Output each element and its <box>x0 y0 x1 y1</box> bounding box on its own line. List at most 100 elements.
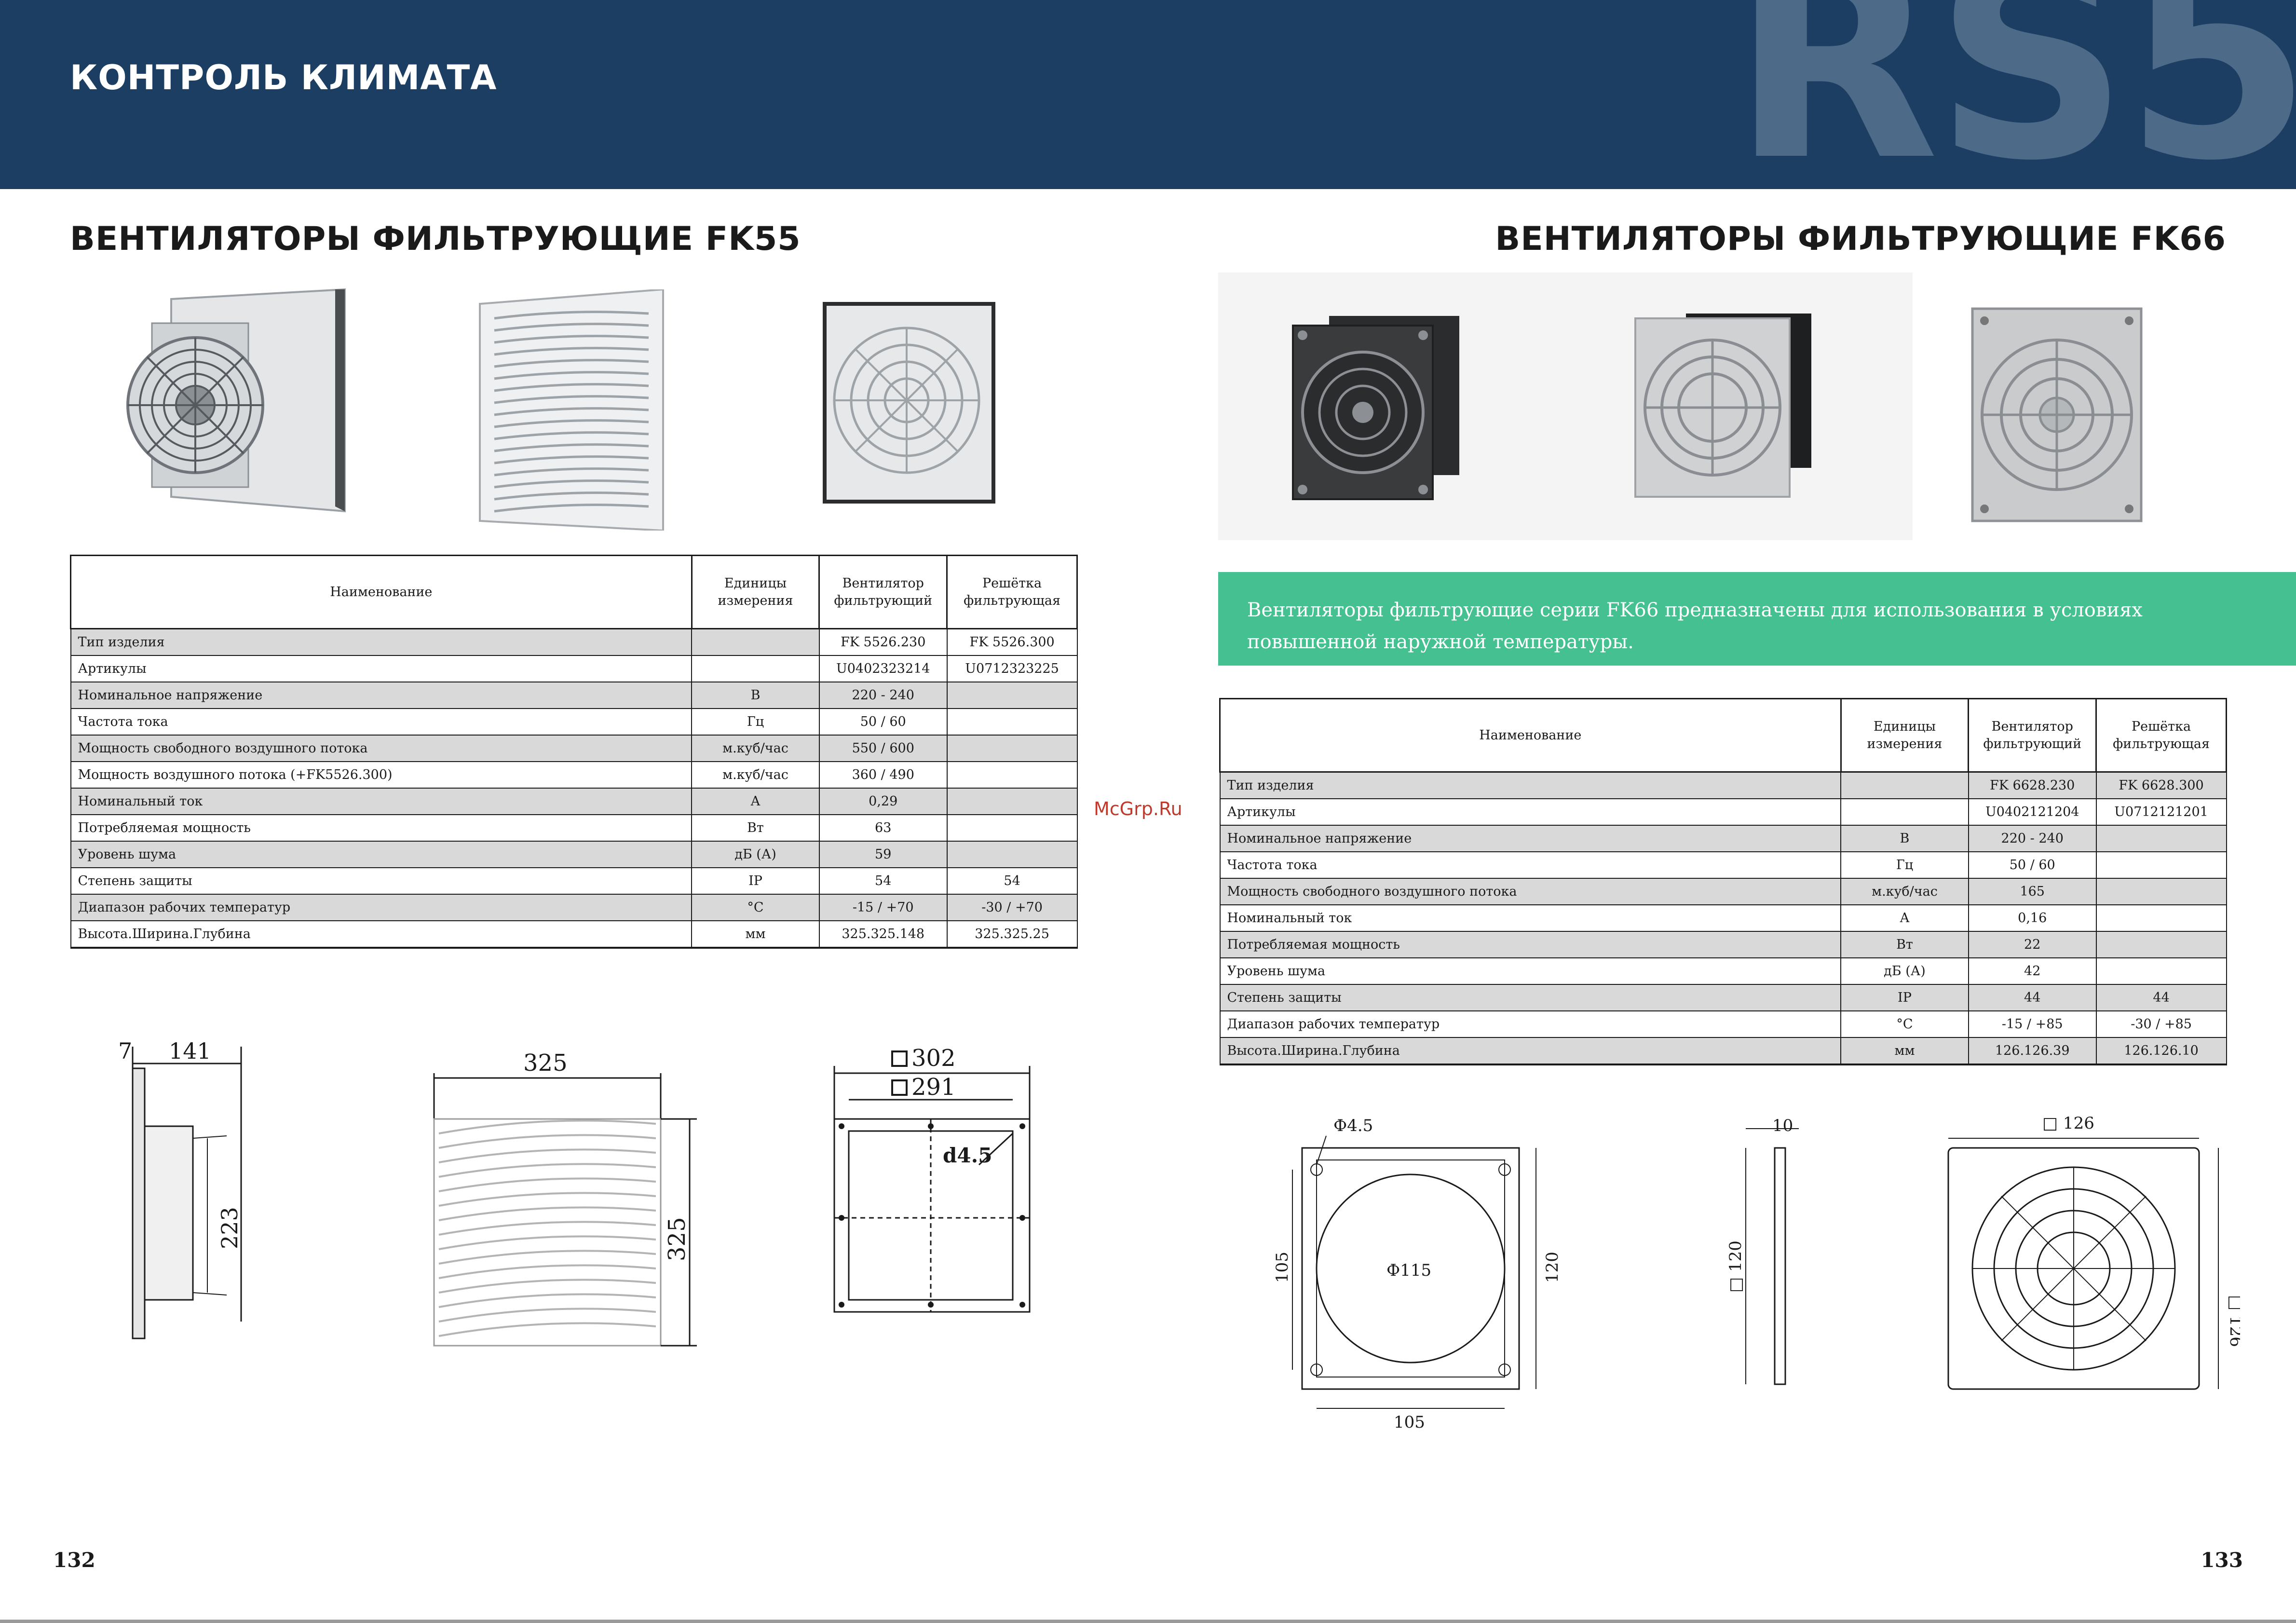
table-cell <box>946 682 1078 709</box>
table-cell: °C <box>691 894 820 921</box>
table-cell <box>691 628 820 656</box>
table-cell: -15 / +70 <box>818 894 948 921</box>
table-cell <box>946 814 1078 842</box>
col-header-fan: Вентилятор фильтрующий <box>1968 698 2097 773</box>
table-cell: Мощность свободного воздушного потока <box>70 735 693 762</box>
svg-text:105: 105 <box>1394 1413 1425 1432</box>
table-cell: Высота.Ширина.Глубина <box>1219 1037 1842 1065</box>
svg-text:d4.5: d4.5 <box>943 1144 992 1167</box>
table-cell: U0402323214 <box>818 655 948 682</box>
header-banner: RS52 КОНТРОЛЬ КЛИМАТА <box>0 0 2296 189</box>
table-cell: 0,16 <box>1968 904 2097 932</box>
table-cell: FK 5526.300 <box>946 628 1078 656</box>
table-cell: 63 <box>818 814 948 842</box>
table-cell: Частота тока <box>70 708 693 736</box>
table-cell: U0712121201 <box>2095 798 2227 826</box>
table-cell: В <box>691 682 820 709</box>
table-cell: Потребляемая мощность <box>1219 931 1842 958</box>
fk66-photos <box>1218 273 1913 540</box>
svg-text:□ 120: □ 120 <box>1726 1241 1745 1293</box>
col-header-grille: Решётка фильтрующая <box>946 555 1078 629</box>
table-cell <box>2095 931 2227 958</box>
table-cell: Артикулы <box>1219 798 1842 826</box>
svg-text:10: 10 <box>1772 1116 1793 1135</box>
table-cell: -15 / +85 <box>1968 1010 2097 1038</box>
table-cell <box>2095 825 2227 852</box>
site-watermark: McGrp.Ru <box>1094 798 1182 819</box>
svg-text:302: 302 <box>911 1045 956 1072</box>
col-header-fan: Вентилятор фильтрующий <box>818 555 948 629</box>
table-cell: Номинальный ток <box>70 788 693 815</box>
table-cell <box>946 788 1078 815</box>
table-cell <box>946 841 1078 868</box>
svg-text:□ 126: □ 126 <box>2226 1295 2240 1347</box>
svg-text:105: 105 <box>1273 1252 1292 1283</box>
table-cell: Мощность воздушного потока (+FK5526.300) <box>70 761 693 789</box>
fk66-fan-photo <box>1292 316 1459 500</box>
table-cell <box>2095 878 2227 905</box>
table-cell <box>946 708 1078 736</box>
table-cell: Номинальное напряжение <box>70 682 693 709</box>
table-cell <box>1840 798 1969 826</box>
table-cell: Диапазон рабочих температур <box>1219 1010 1842 1038</box>
table-cell: Артикулы <box>70 655 693 682</box>
fk66-spec-table: Наименование Единицы измерения Вентилято… <box>1219 698 2227 1065</box>
fk66-title: ВЕНТИЛЯТОРЫ ФИЛЬТРУЮЩИЕ FK66 <box>1495 220 2226 258</box>
fk66-front-drawing: Ф4.5 Ф115 105 120 105 <box>1273 1116 1562 1432</box>
fk55-spec-table: Наименование Единицы измерения Вентилято… <box>70 555 1078 949</box>
table-cell: FK 6628.230 <box>1968 771 2097 799</box>
table-cell: м.куб/час <box>1840 878 1969 905</box>
table-cell: 165 <box>1968 878 2097 905</box>
fk66-grille-photo <box>1634 314 1811 498</box>
svg-text:120: 120 <box>1543 1252 1562 1283</box>
table-cell <box>946 761 1078 789</box>
fk55-side-drawing: 7 141 223 <box>118 1038 243 1339</box>
table-cell: Степень защиты <box>70 867 693 895</box>
table-cell: мм <box>1840 1037 1969 1065</box>
table-cell: дБ (А) <box>1840 957 1969 985</box>
table-cell: 59 <box>818 841 948 868</box>
fk55-grille-back-photo <box>822 301 996 504</box>
table-cell: Гц <box>691 708 820 736</box>
table-cell: 325.325.148 <box>818 920 948 949</box>
table-cell: U0712323225 <box>946 655 1078 682</box>
table-cell: дБ (А) <box>691 841 820 868</box>
table-cell: мм <box>691 920 820 949</box>
table-cell: 42 <box>1968 957 2097 985</box>
table-cell <box>1840 771 1969 799</box>
table-cell: Частота тока <box>1219 851 1842 879</box>
table-cell: 50 / 60 <box>818 708 948 736</box>
table-cell: В <box>1840 825 1969 852</box>
table-cell: 54 <box>946 867 1078 895</box>
table-cell: 220 - 240 <box>818 682 948 709</box>
table-cell: Потребляемая мощность <box>70 814 693 842</box>
table-cell: 22 <box>1968 931 2097 958</box>
table-cell <box>2095 851 2227 879</box>
section-title: КОНТРОЛЬ КЛИМАТА <box>70 58 497 97</box>
fk55-fan-photo <box>123 285 354 516</box>
fk66-grille-front-photo <box>1970 306 2144 523</box>
table-cell: 126.126.10 <box>2095 1037 2227 1065</box>
svg-text:□ 126: □ 126 <box>2042 1114 2094 1133</box>
page-number-right: 133 <box>2201 1548 2243 1572</box>
col-header-name: Наименование <box>1219 698 1842 773</box>
fk55-grille-photo <box>475 289 668 531</box>
svg-text:141: 141 <box>169 1038 211 1064</box>
table-cell: Уровень шума <box>1219 957 1842 985</box>
fk66-side-drawing: 10 □ 120 <box>1726 1116 1799 1385</box>
table-cell: 44 <box>1968 984 2097 1011</box>
table-cell: м.куб/час <box>691 735 820 762</box>
table-cell: 0,29 <box>818 788 948 815</box>
svg-text:291: 291 <box>911 1074 956 1101</box>
table-cell <box>2095 957 2227 985</box>
table-cell: 44 <box>2095 984 2227 1011</box>
